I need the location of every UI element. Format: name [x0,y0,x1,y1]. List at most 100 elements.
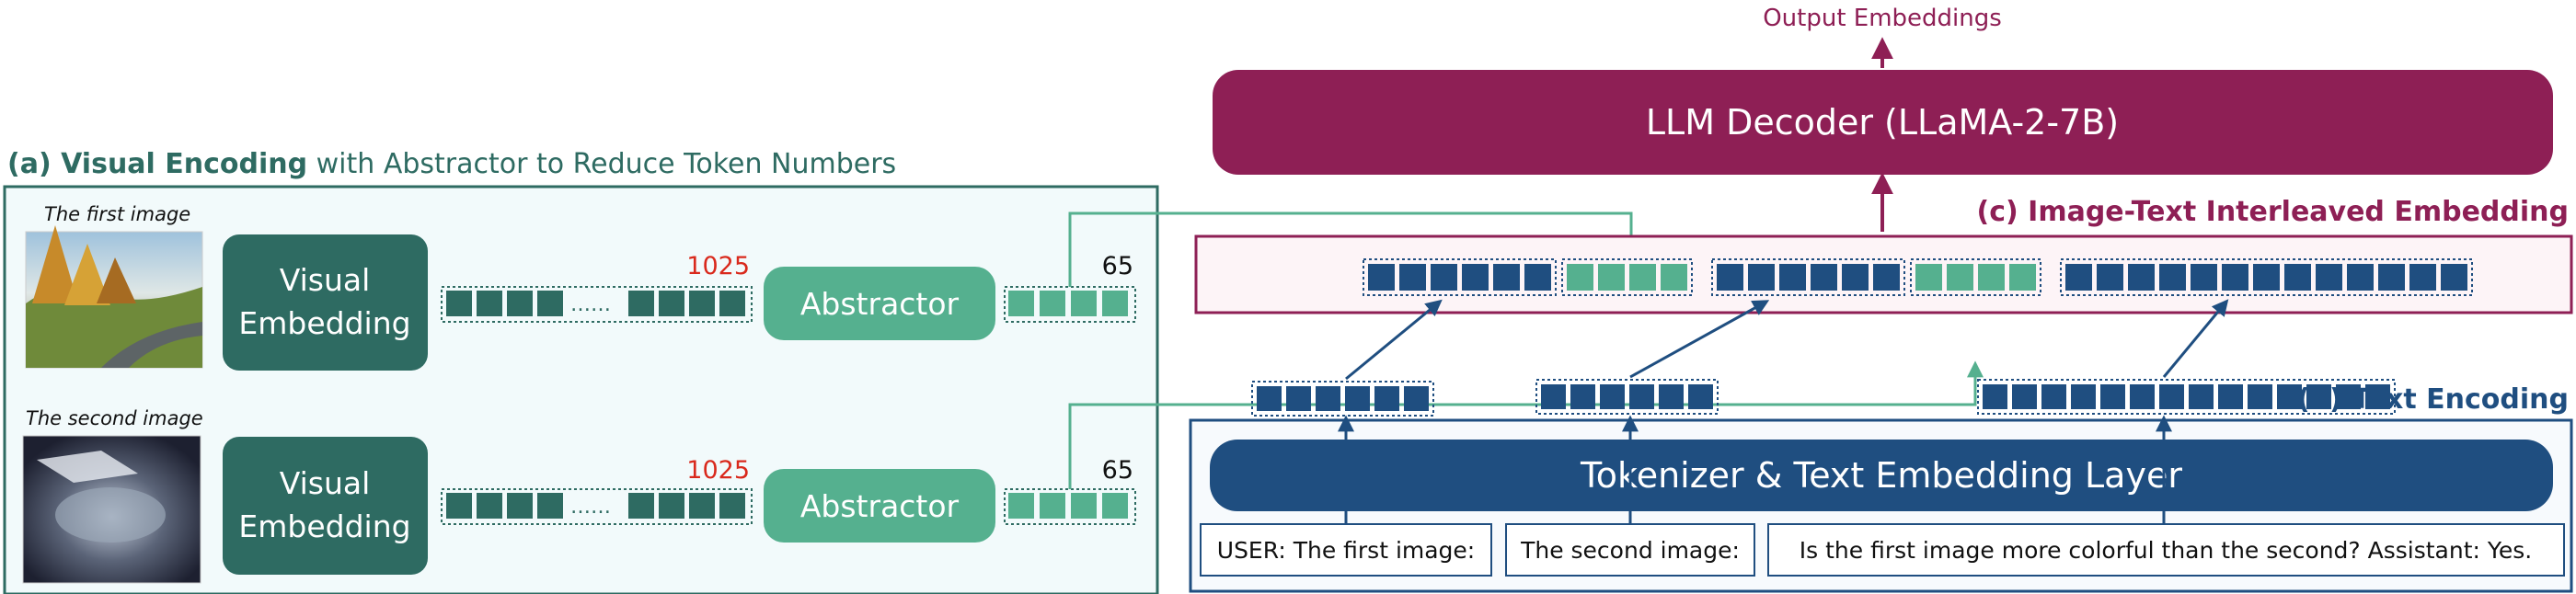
token-square [1102,493,1128,519]
visual-embedding-block [223,437,428,575]
text-input-box [1505,523,1755,577]
visual-embedding-label: Embedding [238,305,410,341]
image-caption: The first image [44,203,190,225]
token-square [2130,384,2155,409]
text-input: Is the first image more colorful than th… [1800,537,2532,564]
token-group-box [1535,379,1719,415]
token-square [1493,264,1520,291]
token-square [2347,264,2374,291]
token-square [2218,384,2243,409]
visual-token-row [628,291,745,316]
text-to-interleaved-arrow [1345,299,1443,381]
text-input: The second image: [1520,537,1740,564]
token-square [507,493,533,519]
token-square [1873,264,1900,291]
token-square [446,493,472,519]
token-square [2012,384,2037,409]
token-square [2253,264,2280,291]
output-embeddings-label: Output Embeddings [1763,5,2002,32]
token-square [2336,384,2361,409]
visual-token-row [446,291,563,316]
abstractor-block [764,267,995,340]
token-count: 1025 [686,252,750,280]
token-square [1404,386,1429,411]
token-square [2316,264,2342,291]
abstractor-block [764,469,995,543]
token-square [477,291,502,316]
token-square [1431,264,1457,291]
interleaved-embedding-title: (c) Image-Text Interleaved Embedding [1977,196,2569,228]
token-square [1040,493,1065,519]
token-square [1629,264,1656,291]
token-square [1629,384,1654,409]
token-square [1040,291,1065,316]
token-square [628,291,654,316]
llm-decoder-block [1213,70,2553,175]
visual-embedding-label: Embedding [238,508,410,544]
token-count: 1025 [686,456,750,485]
token-square [1661,264,1687,291]
token-square [1915,264,1942,291]
token-square [1570,384,1595,409]
token-square [1286,386,1311,411]
visual-token-row [446,493,563,519]
token-square [2306,384,2331,409]
token-square [1659,384,1684,409]
token-square [2159,384,2184,409]
token-square [659,291,684,316]
token-square [1811,264,1837,291]
token-square [1567,264,1593,291]
token-square [2277,384,2302,409]
token-group-box [1977,379,2396,415]
token-square [1345,386,1370,411]
token-square [689,291,715,316]
token-square [1598,264,1625,291]
visual-embedding-label: Visual [280,465,371,501]
token-square [1008,493,1034,519]
token-square [1071,493,1097,519]
token-square [1399,264,1426,291]
token-square [1978,264,2005,291]
llm-decoder-label: LLM Decoder (LLaMA-2-7B) [1646,102,2119,143]
token-square [689,493,715,519]
token-square [1102,291,1128,316]
token-square [537,493,563,519]
text-input-box [1767,523,2565,577]
token-square [2284,264,2311,291]
token-square [2071,384,2096,409]
token-square [719,291,745,316]
token-group-box [2060,258,2473,296]
token-square [1717,264,1743,291]
token-square [628,493,654,519]
token-square [2191,264,2217,291]
text-to-interleaved-arrow [2162,299,2229,378]
abstract-token-count: 65 [1102,252,1133,280]
token-square [2097,264,2123,291]
token-square [2378,264,2405,291]
visual-encoding-title: (a) Visual Encoding with Abstractor to R… [7,148,896,180]
abstractor-label: Abstractor [800,286,960,322]
token-square [1688,384,1713,409]
abstract-token-count: 65 [1102,456,1133,485]
abstractor-label: Abstractor [800,488,960,524]
interleaved-token-row [1363,258,2473,296]
token-square [1748,264,1775,291]
tokenizer-label: Tokenizer & Text Embedding Layer [1580,455,2182,496]
image2-connector-arrow [1068,360,1984,489]
token-square [1600,384,1625,409]
token-square [2222,264,2248,291]
token-square [1071,291,1097,316]
token-square [1541,384,1566,409]
token-square [1947,264,1973,291]
text-token-row [1251,379,2396,417]
token-square [1842,264,1869,291]
token-group-box [441,286,753,323]
text-input: USER: The first image: [1217,537,1475,564]
token-square [1008,291,1034,316]
token-square [2100,384,2125,409]
token-group-box [441,488,753,525]
token-square [1983,384,2007,409]
token-square [1316,386,1340,411]
token-square [2248,384,2272,409]
visual-token-row [628,493,745,519]
